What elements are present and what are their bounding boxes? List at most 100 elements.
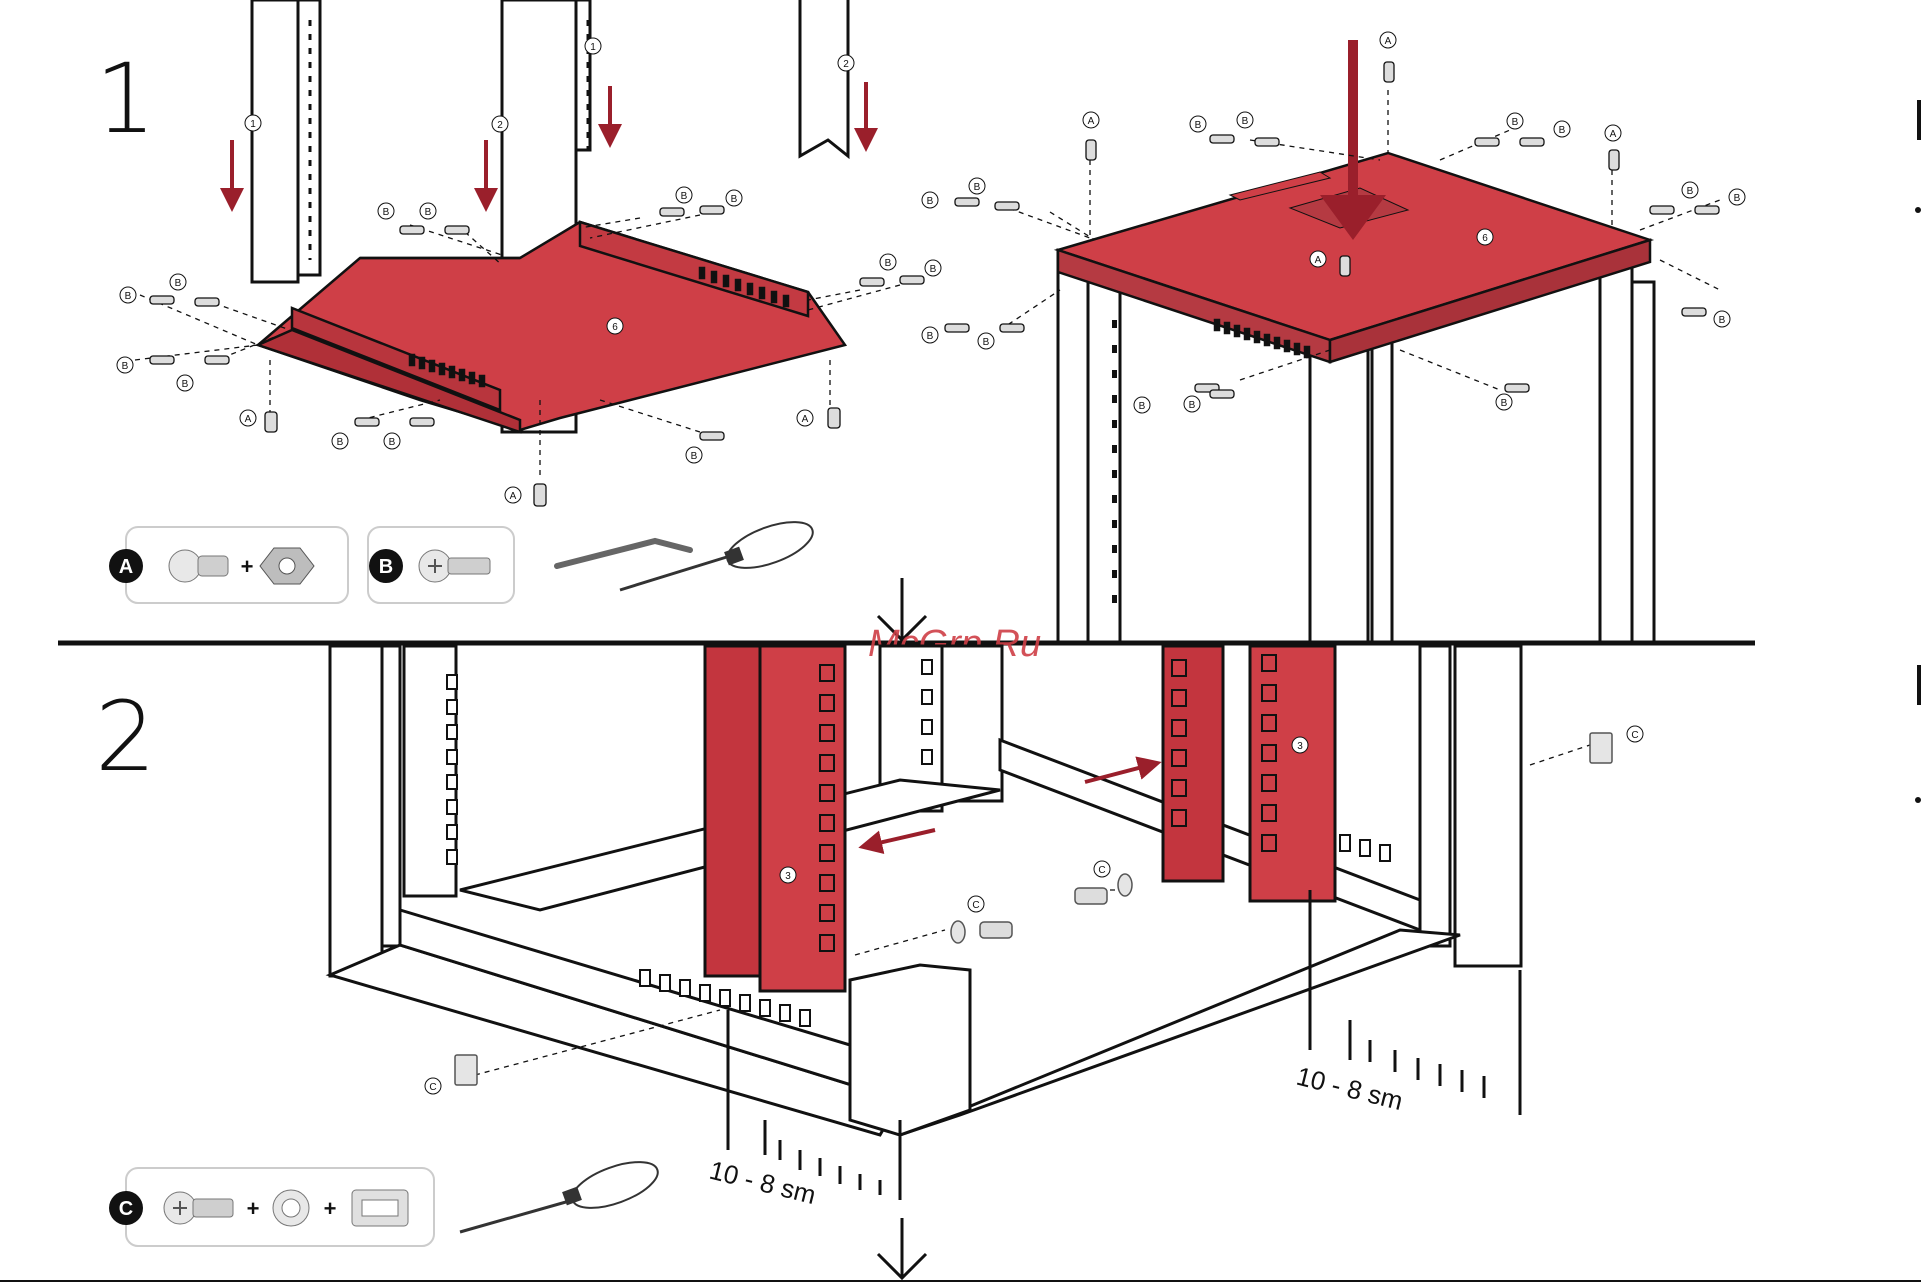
svg-text:A: A: [245, 414, 252, 425]
svg-text:A: A: [1610, 129, 1617, 140]
svg-text:B: B: [974, 182, 981, 193]
base-frame: [258, 222, 845, 432]
callout-b: B: [120, 287, 136, 303]
step-1-number: 1: [95, 43, 156, 155]
svg-text:2: 2: [843, 59, 849, 70]
callout-part2: 2: [492, 116, 508, 132]
hardware-kit-b: B: [368, 527, 514, 603]
hardware-kit-c: C + +: [109, 1168, 434, 1246]
callout-b: B: [969, 178, 985, 194]
callout-b: B: [978, 333, 994, 349]
svg-text:A: A: [510, 491, 517, 502]
cage-clip-icon: [352, 1190, 408, 1226]
callout-a: A: [1605, 125, 1621, 141]
svg-text:B: B: [425, 207, 432, 218]
mounting-rail-right: [1163, 646, 1335, 901]
upright-left: [252, 0, 320, 282]
callout-b: B: [332, 433, 348, 449]
svg-text:B: B: [389, 437, 396, 448]
callout-b: B: [686, 447, 702, 463]
callout-b: B: [1507, 113, 1523, 129]
washer-icon: [273, 1190, 309, 1226]
svg-text:B: B: [927, 196, 934, 207]
svg-text:B: B: [337, 437, 344, 448]
page-edge-marks: [1915, 100, 1921, 803]
svg-text:B: B: [691, 451, 698, 462]
svg-text:B: B: [125, 291, 132, 302]
svg-text:B: B: [1512, 117, 1519, 128]
callout-a: A: [505, 487, 521, 503]
callout-b: B: [117, 357, 133, 373]
callout-b: B: [676, 187, 692, 203]
svg-text:B: B: [1559, 125, 1566, 136]
measure-label-right: 10 - 8 sm: [1294, 1061, 1406, 1116]
callout-b: B: [925, 260, 941, 276]
callout-a: A: [1310, 251, 1326, 267]
callout-b: B: [170, 274, 186, 290]
svg-text:3: 3: [1297, 741, 1303, 752]
svg-text:6: 6: [612, 322, 618, 333]
step1-base-assembly: 1 2 1 2 6 B B B B B B B B B B B B B A A …: [117, 0, 941, 506]
callout-b: B: [1729, 189, 1745, 205]
callout-b: B: [922, 192, 938, 208]
callout-part3: 3: [780, 867, 796, 883]
svg-text:B: B: [731, 194, 738, 205]
callout-b: B: [1190, 116, 1206, 132]
svg-text:B: B: [885, 258, 892, 269]
svg-text:A: A: [802, 414, 809, 425]
svg-text:C: C: [429, 1082, 436, 1093]
svg-text:C: C: [972, 900, 979, 911]
callout-b: B: [378, 203, 394, 219]
kit-b-letter: B: [379, 556, 393, 578]
callout-a: A: [797, 410, 813, 426]
callout-c: C: [1094, 861, 1110, 877]
svg-text:B: B: [1242, 116, 1249, 127]
svg-text:B: B: [383, 207, 390, 218]
svg-text:C: C: [1098, 865, 1105, 876]
callout-part2: 2: [838, 55, 854, 71]
center-arrow-bottom: [878, 1218, 926, 1278]
callout-b: B: [1496, 394, 1512, 410]
callout-b: B: [1554, 121, 1570, 137]
svg-text:B: B: [1501, 398, 1508, 409]
callout-b: B: [1184, 396, 1200, 412]
kit-c-plus-2: +: [324, 1196, 337, 1221]
svg-text:B: B: [930, 264, 937, 275]
mounting-rail-left: [705, 646, 845, 991]
upright-right: [800, 0, 848, 156]
svg-text:1: 1: [590, 42, 596, 53]
svg-text:B: B: [1189, 400, 1196, 411]
svg-text:2: 2: [497, 120, 503, 131]
step-1-label: 1: [95, 43, 156, 155]
kit-c-letter: C: [119, 1198, 133, 1220]
svg-text:B: B: [175, 278, 182, 289]
callout-b: B: [1237, 112, 1253, 128]
callout-c: C: [1627, 726, 1643, 742]
allen-key-icon: [557, 541, 690, 566]
callout-b: B: [1682, 182, 1698, 198]
callout-b: B: [880, 254, 896, 270]
svg-text:B: B: [1195, 120, 1202, 131]
callout-a: A: [1083, 112, 1099, 128]
callout-b: B: [420, 203, 436, 219]
svg-text:B: B: [927, 331, 934, 342]
hardware-kit-a: A +: [109, 527, 348, 603]
svg-text:A: A: [1088, 116, 1095, 127]
callout-b: B: [1714, 311, 1730, 327]
step-2-number: 2: [95, 681, 156, 793]
kit-a-letter: A: [119, 556, 133, 578]
svg-text:B: B: [1734, 193, 1741, 204]
svg-text:B: B: [983, 337, 990, 348]
svg-text:B: B: [182, 379, 189, 390]
svg-text:B: B: [1687, 186, 1694, 197]
callout-b: B: [384, 433, 400, 449]
svg-text:B: B: [122, 361, 129, 372]
callout-a: A: [1380, 32, 1396, 48]
svg-text:A: A: [1385, 36, 1392, 47]
screwdriver-icon: [460, 1153, 663, 1232]
kit-c-plus-1: +: [247, 1196, 260, 1221]
callout-a: A: [240, 410, 256, 426]
callout-part3: 3: [1292, 737, 1308, 753]
svg-text:B: B: [1139, 401, 1146, 412]
